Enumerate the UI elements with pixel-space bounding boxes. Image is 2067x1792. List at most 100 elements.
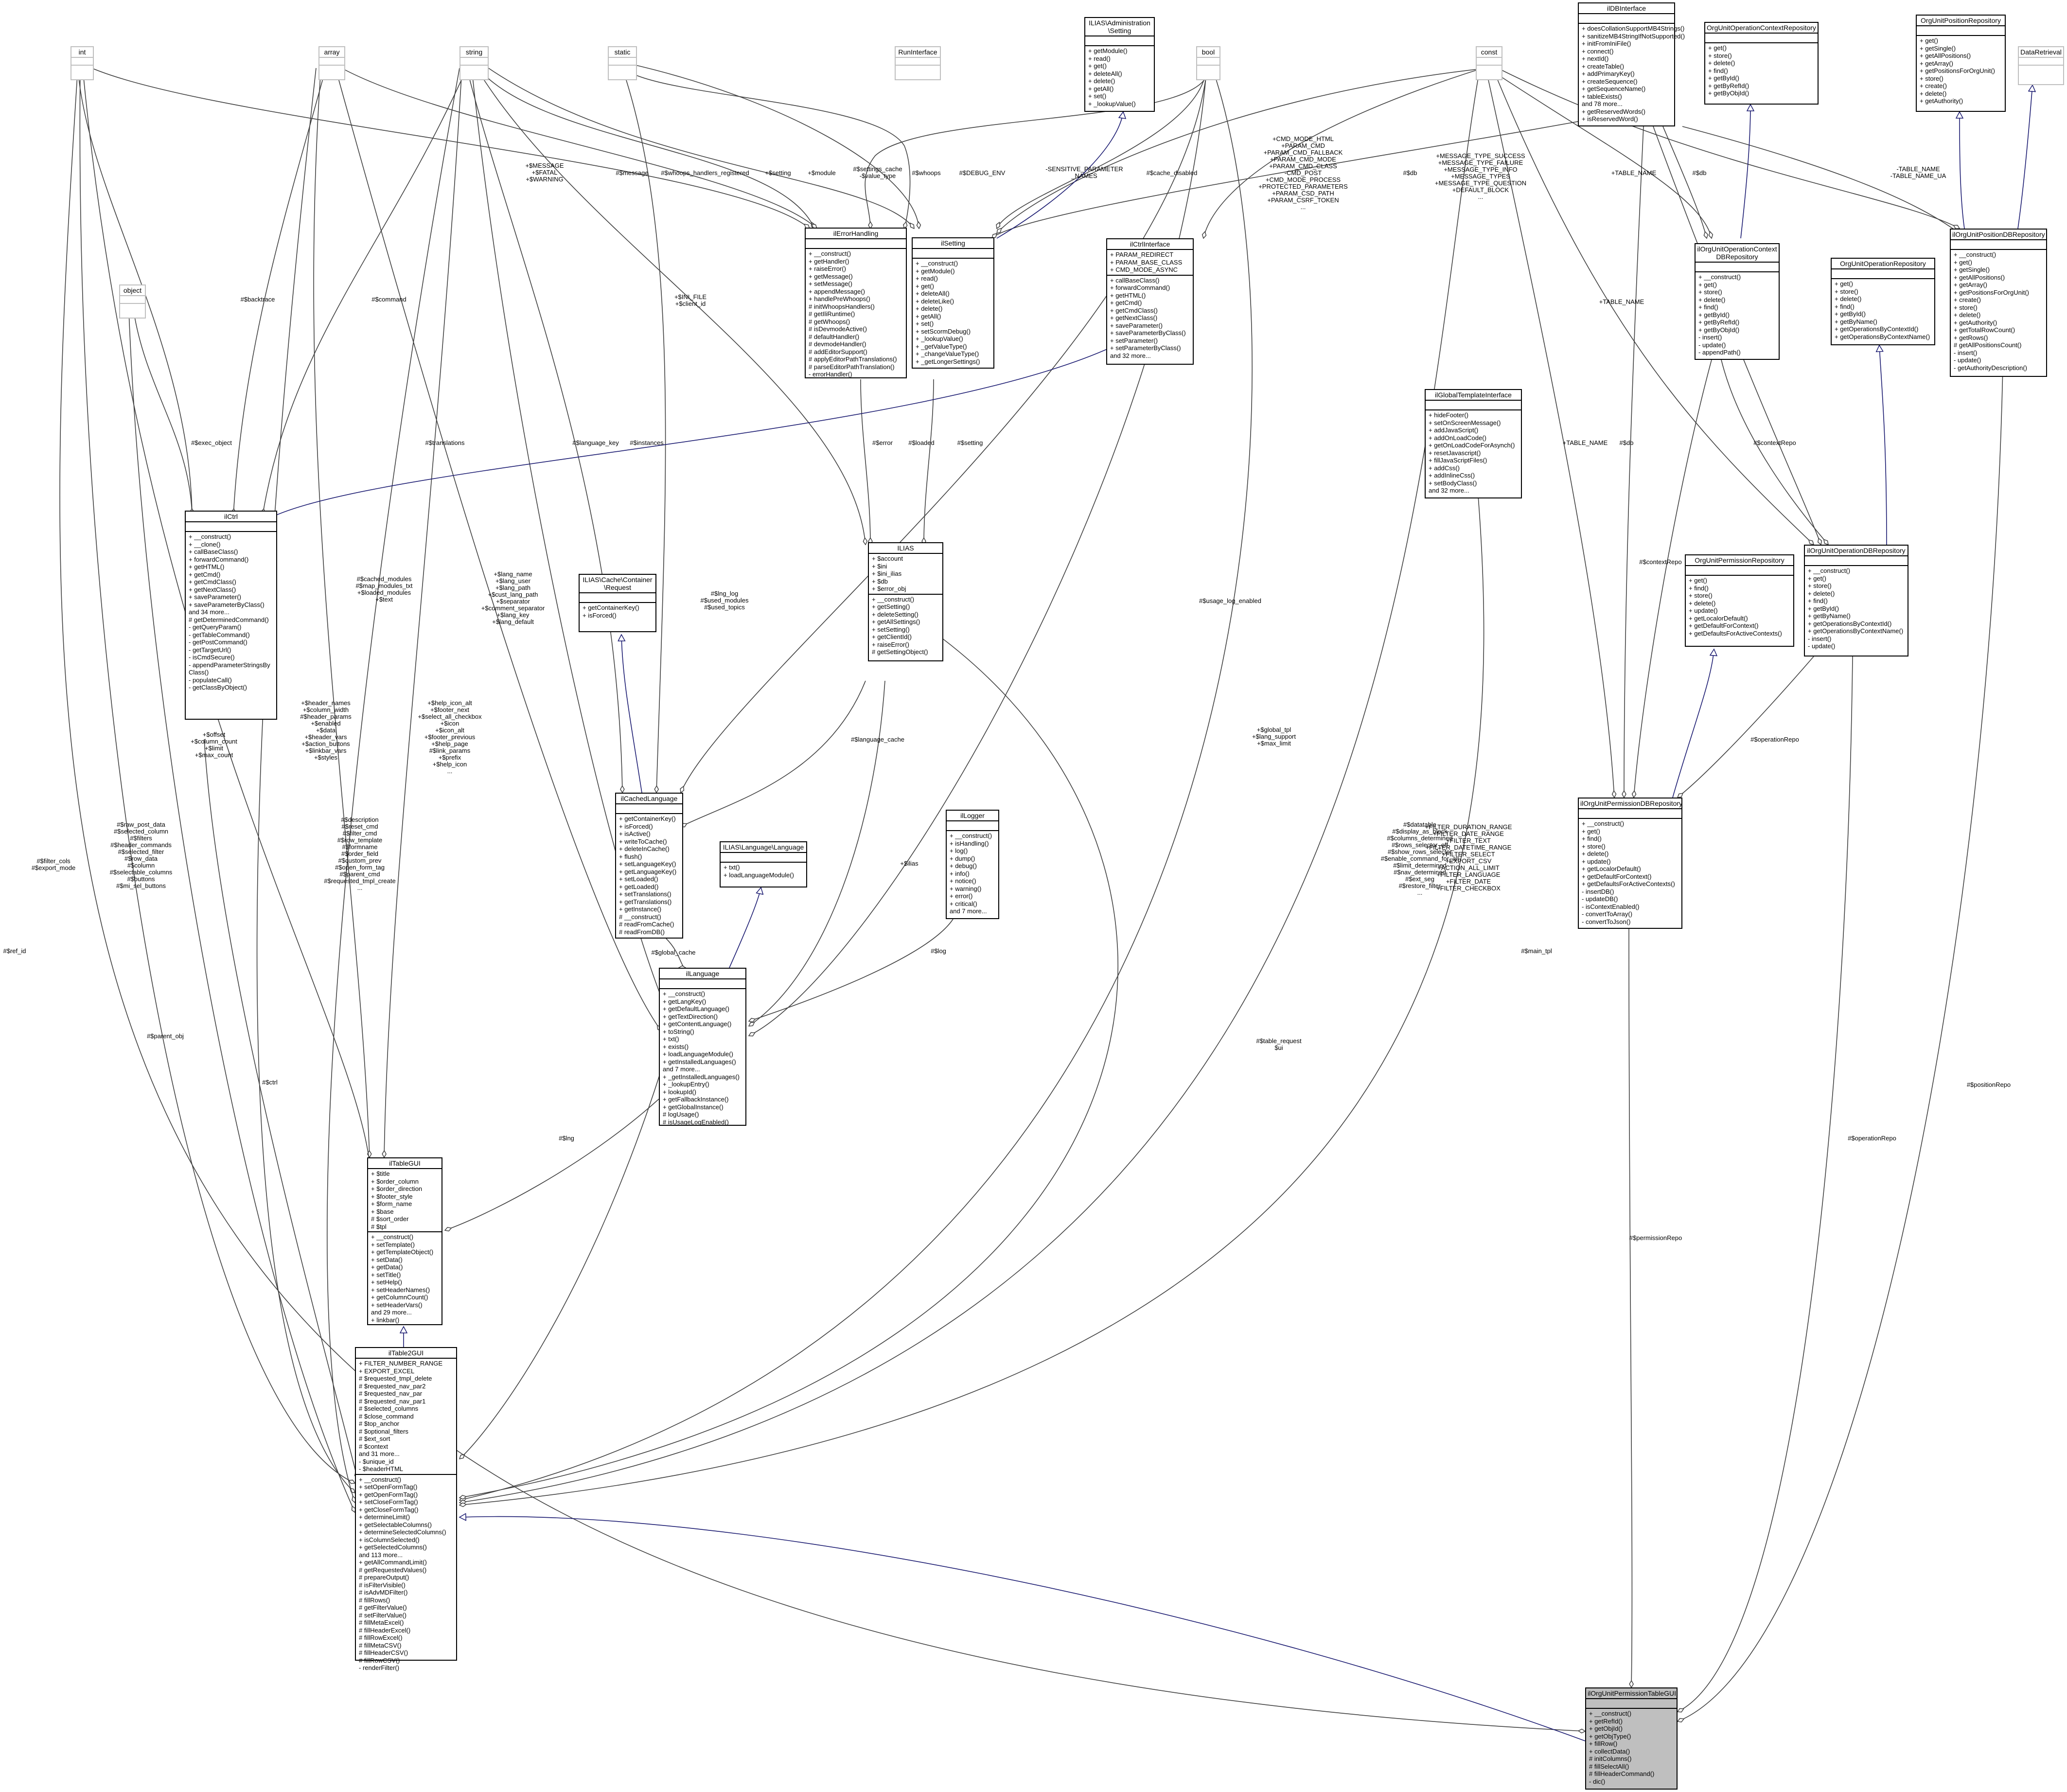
operation-row: + get() xyxy=(1582,827,1600,835)
operation-row: + addOnLoadCode() xyxy=(1429,434,1486,442)
class-dataretrieval[interactable]: DataRetrieval xyxy=(2018,46,2064,85)
edge-label-line: #$lng_log xyxy=(711,590,738,597)
operation-row: + getArray() xyxy=(1920,59,1953,67)
operation-row: + setHelp() xyxy=(371,1278,402,1286)
edge-string-cachedlang xyxy=(466,68,622,793)
class-ilias-administration-setting[interactable]: ILIAS\Administration \Setting+ getModule… xyxy=(1084,17,1155,112)
class-ilorgunitpermissiontablegui[interactable]: ilOrgUnitPermissionTableGUI+ __construct… xyxy=(1585,1687,1678,1790)
class-orgunit-position-repository[interactable]: OrgUnitPositionRepository+ get()+ getSin… xyxy=(1916,15,2006,112)
edge-label-line: +$separator xyxy=(496,598,530,605)
operation-row: # isUsageLogEnabled() xyxy=(663,1118,729,1126)
class-title: ilTableGUI xyxy=(368,1158,442,1169)
operation-row: + appendMessage() xyxy=(809,287,865,295)
edge-string-setting xyxy=(481,63,914,229)
class-ilias-language-language[interactable]: ILIAS\Language\Language+ txt()+ loadLang… xyxy=(720,841,807,887)
class-array[interactable]: array xyxy=(318,46,345,80)
edge-posdb-dataretrieval xyxy=(2017,85,2032,229)
operation-row: + setTranslations() xyxy=(619,890,671,898)
operation-row: - getAuthorityDescription() xyxy=(1954,364,2027,372)
edge-label-line: +$lang_user xyxy=(495,577,531,585)
class-operations: + getContainerKey()+ isForced() xyxy=(580,603,655,620)
attribute-row: # $tpl xyxy=(371,1223,387,1230)
edge-bool-cachedlang xyxy=(681,77,1206,793)
edge-label-ref-id: #$ref_id xyxy=(3,947,26,955)
operation-row: + isForced() xyxy=(583,611,617,619)
operation-row: + __construct() xyxy=(872,595,915,603)
class-iltablegui[interactable]: ilTableGUI+ $title+ $order_column+ $orde… xyxy=(367,1157,442,1325)
class-operations: + __construct()+ get()+ store()+ delete(… xyxy=(1805,566,1908,651)
edge-labels: +$MESSAGE+$FATAL+$WARNING#$message#$whoo… xyxy=(3,135,2011,1242)
class-ilorgunitpositiondbrepository[interactable]: ilOrgUnitPositionDBRepository+ __constru… xyxy=(1950,229,2047,377)
edge-label-line: #$parent_cmd xyxy=(339,870,380,878)
edge-label-error: #$error xyxy=(872,439,893,446)
class-ilorgunitoperationcontextdbrepository[interactable]: ilOrgUnitOperationContext DBRepository+ … xyxy=(1695,243,1780,360)
operation-row: + getGlobalInstance() xyxy=(663,1103,724,1111)
class-bool[interactable]: bool xyxy=(1196,46,1220,80)
class-title: const xyxy=(1477,47,1502,58)
edge-label-line: #$setting xyxy=(957,439,983,446)
class-const[interactable]: const xyxy=(1476,46,1502,80)
class-iltable2gui[interactable]: ilTable2GUI+ FILTER_NUMBER_RANGE+ EXPORT… xyxy=(355,1347,457,1671)
operation-row: + getContentLanguage() xyxy=(663,1020,732,1028)
operation-row: + nextId() xyxy=(1582,55,1609,62)
class-ilias[interactable]: ILIAS+ $account+ $ini+ $ini_ilias+ $db+ … xyxy=(868,542,943,661)
class-ilerrorhandling[interactable]: ilErrorHandling+ __construct()+ getHandl… xyxy=(805,228,907,378)
class-illanguage[interactable]: ilLanguage+ __construct()+ getLangKey()+… xyxy=(659,968,746,1126)
operation-row: + getClientId() xyxy=(872,633,912,640)
class-ilctrlinterface[interactable]: ilCtrlInterface+ PARAM_REDIRECT+ PARAM_B… xyxy=(1106,238,1194,365)
class-ilglobaltemplateinterface[interactable]: ilGlobalTemplateInterface+ hideFooter()+… xyxy=(1425,389,1522,498)
operation-row: + delete() xyxy=(1088,77,1115,85)
class-ilorgunitoperationdbrepository[interactable]: ilOrgUnitOperationDBRepository+ __constr… xyxy=(1804,545,1908,656)
edge-label-line: +MESSAGE_TYPE_FAILURE xyxy=(1438,159,1523,166)
operation-row: + store() xyxy=(1808,582,1832,589)
operation-row: + getTotalRowCount() xyxy=(1954,326,2015,334)
class-ilcachedlanguage[interactable]: ilCachedLanguage+ getContainerKey()+ isF… xyxy=(615,793,683,939)
class-int[interactable]: int xyxy=(71,46,94,80)
class-object[interactable]: object xyxy=(119,284,146,319)
class-ilsetting[interactable]: ilSetting+ __construct()+ getModule()+ r… xyxy=(912,237,994,369)
class-runinterface[interactable]: RunInterface xyxy=(895,46,941,80)
class-attributes xyxy=(721,853,806,863)
operation-row: + createTable() xyxy=(1582,62,1625,70)
edge-label-datatable: #$datatable#$display_as_block#$columns_d… xyxy=(1381,821,1459,896)
class-orgunit-permission-repository[interactable]: OrgUnitPermissionRepository+ get()+ find… xyxy=(1685,554,1794,647)
class-title: ilLogger xyxy=(947,811,998,821)
class-string[interactable]: string xyxy=(459,46,489,80)
operation-row: + getById() xyxy=(1835,310,1866,318)
class-ilias-cache-container-request[interactable]: ILIAS\Cache\Container \Request+ getConta… xyxy=(579,574,656,632)
attribute-row: # $requested_nav_par1 xyxy=(359,1397,426,1405)
class-ildbinterface[interactable]: ilDBInterface+ doesCollationSupportMB4St… xyxy=(1578,2,1685,126)
class-orgunit-operation-context-repository[interactable]: OrgUnitOperationContextRepository+ get()… xyxy=(1704,22,1819,105)
class-operations: + doesCollationSupportMB4Strings()+ sani… xyxy=(1579,24,1685,124)
edge-label-line: +$select_all_checkbox xyxy=(418,713,482,720)
class-illogger[interactable]: ilLogger+ __construct()+ isHandling()+ l… xyxy=(946,810,999,919)
edge-label-line: +$text xyxy=(375,596,393,603)
operation-row: + create() xyxy=(1954,296,1981,303)
operation-row: + setSetting() xyxy=(872,625,910,633)
operation-row: + determineSelectedColumns() xyxy=(359,1528,446,1536)
class-title: ilSetting xyxy=(913,238,993,249)
class-operations: + get()+ getSingle()+ getAllPositions()+… xyxy=(1917,36,2005,106)
edge-label-translations: #$translations xyxy=(425,439,465,446)
attribute-row: + $order_direction xyxy=(371,1185,423,1192)
edge-label-context-repo1: #$contextRepo xyxy=(1753,439,1796,446)
class-orgunit-operation-repository[interactable]: OrgUnitOperationRepository+ get()+ store… xyxy=(1831,258,1935,345)
operation-row: + warning() xyxy=(950,885,982,892)
class-title: ilCtrlInterface xyxy=(1107,239,1193,250)
edge-bool-setting xyxy=(997,72,1206,229)
edge-label-context-repo2: #$contextRepo xyxy=(1639,558,1681,566)
operation-row: + getPositionsForOrgUnit() xyxy=(1954,288,2029,296)
association-edges xyxy=(59,63,2004,1731)
edge-label-exec-object: #$exec_object xyxy=(191,439,232,446)
operation-row: # getIliRuntime() xyxy=(809,310,855,318)
operation-row: + getByRefId() xyxy=(1698,319,1740,326)
attribute-row: # $sort_order xyxy=(371,1215,409,1223)
edge-const-ctxrepo xyxy=(1487,68,1712,238)
edge-label-language-cache: #$language_cache xyxy=(851,736,904,743)
edge-label-filter-consts: +FILTER_DURATION_RANGE+FILTER_DATE_RANGE… xyxy=(1425,823,1512,892)
operation-row: - update() xyxy=(1954,356,1981,364)
class-ilctrl[interactable]: ilCtrl+ __construct()+ __clone()+ callBa… xyxy=(185,511,277,720)
class-ilorgunitpermissiondbrepository[interactable]: ilOrgUnitPermissionDBRepository+ __const… xyxy=(1578,798,1682,929)
class-static[interactable]: static xyxy=(608,46,637,80)
operation-row: + _getLongerSettings() xyxy=(916,357,980,365)
